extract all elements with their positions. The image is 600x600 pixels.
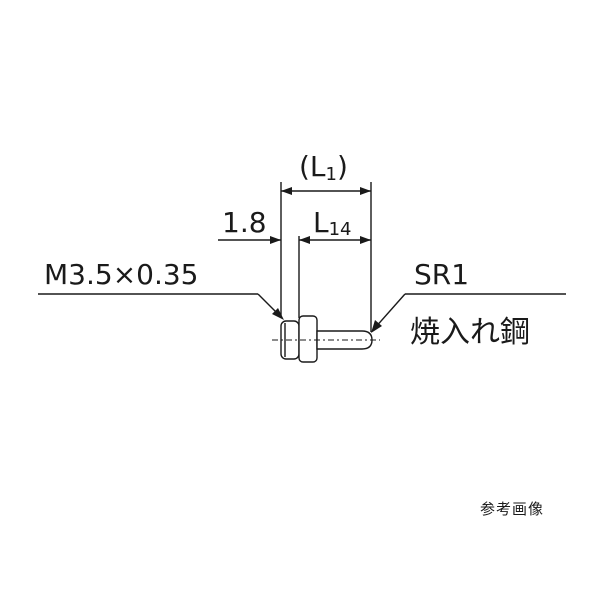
flange-width-label: 1.8 bbox=[222, 206, 267, 239]
overall-length-label: (L1) bbox=[299, 150, 348, 185]
tip-label: SR1 bbox=[414, 258, 469, 291]
material-label: 焼入れ鋼 bbox=[410, 315, 530, 350]
arrowhead-l1-left bbox=[281, 187, 292, 195]
thread-leader bbox=[38, 293, 284, 320]
thread-label: M3.5×0.35 bbox=[44, 258, 199, 291]
overall-length-dimension bbox=[280, 182, 372, 332]
arrowhead-l1-right bbox=[360, 187, 371, 195]
flange-and-shank-dimension bbox=[218, 236, 371, 318]
arrowhead-l14-right bbox=[360, 236, 371, 244]
flange bbox=[298, 315, 318, 363]
arrowhead-l14-left bbox=[299, 236, 310, 244]
arrowhead-thread bbox=[272, 308, 284, 320]
tip-leader bbox=[371, 293, 566, 333]
contact-point-part bbox=[280, 315, 373, 363]
reference-image-label: 参考画像 bbox=[480, 500, 545, 518]
arrowhead-tip bbox=[371, 320, 382, 333]
arrowhead-1-8 bbox=[270, 236, 281, 244]
shank-length-label: L14 bbox=[313, 206, 352, 240]
